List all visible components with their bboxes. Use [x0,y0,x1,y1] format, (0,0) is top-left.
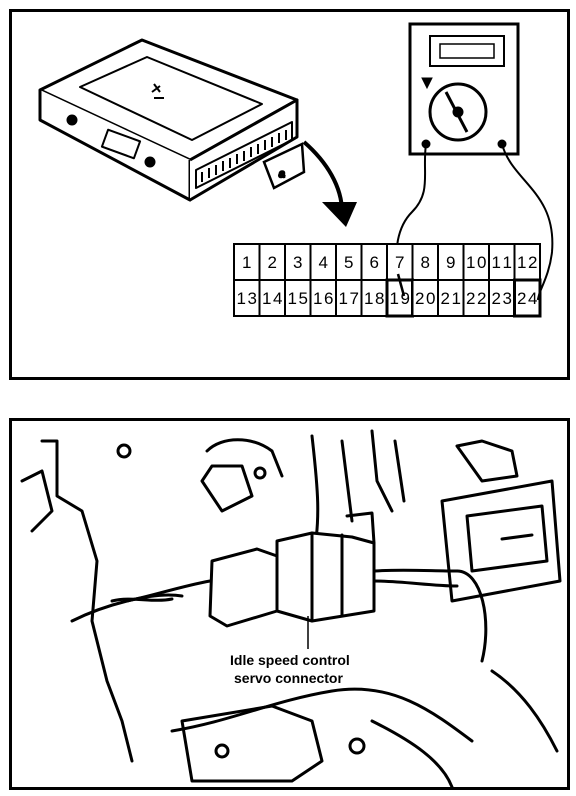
pin-label-2: 2 [268,253,277,272]
pin-cell-4 [309,243,337,281]
engine-components [20,429,562,787]
pin-cell-21 [437,279,465,317]
pin-label-11: 11 [492,253,513,272]
pin-label-18: 18 [364,289,385,308]
pin-cell-24 [513,278,542,318]
pin-label-24: 24 [517,289,538,308]
pin-label-15: 15 [288,289,309,308]
pin-cell-7 [386,243,414,281]
ecu-unit [38,38,299,202]
bracket-label: a [279,169,285,180]
pin-label-7: 7 [395,253,404,272]
pin-label-17: 17 [339,289,360,308]
pin-label-10: 10 [466,253,487,272]
pin-label-3: 3 [293,253,302,272]
probe-tips [396,273,542,301]
pin-label-6: 6 [370,253,379,272]
engine-bay-drawing: Idle speed control servo connector [20,429,562,787]
pin-label-16: 16 [313,289,334,308]
pin-label-4: 4 [319,253,328,272]
pin-label-1: 1 [242,253,251,272]
pin-cell-15 [284,279,312,317]
mounting-bracket: a [262,142,306,190]
callout-line-2: servo connector [234,670,343,686]
multimeter [408,22,520,156]
pin-label-19: 19 [390,289,411,308]
pin-label-20: 20 [415,289,436,308]
pin-label-21: 21 [441,289,462,308]
pin-label-14: 14 [262,289,283,308]
curved-arrow-icon [302,140,357,227]
pin-label-8: 8 [421,253,430,272]
pin-cell-14 [258,279,286,317]
pin-label-13: 13 [237,289,258,308]
pin-label-9: 9 [446,253,455,272]
servo-connector-callout: Idle speed control servo connector [230,616,350,686]
pin-cell-23 [488,279,516,317]
pin-label-5: 5 [344,253,353,272]
pin-label-22: 22 [466,289,487,308]
pin-cell-13 [233,279,261,317]
pin-label-12: 12 [517,253,538,272]
callout-line-1: Idle speed control [230,652,350,668]
engine-bay-figure: Idle speed control servo connector [9,418,570,790]
pin-cell-6 [360,243,388,281]
pin-label-23: 23 [492,289,513,308]
